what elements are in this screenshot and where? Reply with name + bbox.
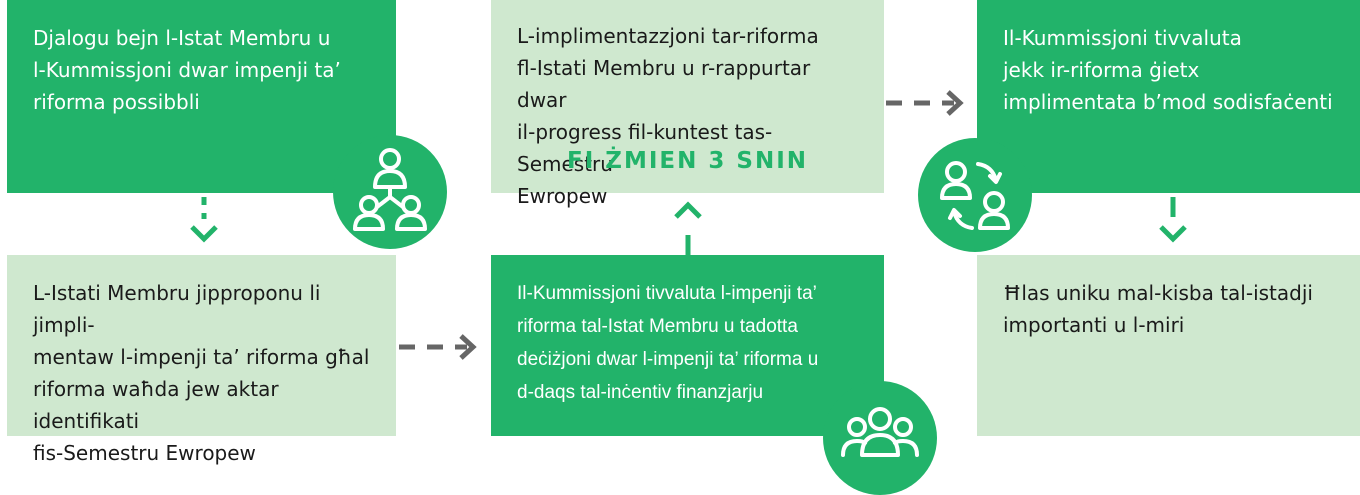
exchange-people-icon bbox=[918, 138, 1032, 252]
implementation-step: L-implimentazzjoni tar-riforma fl-Istati… bbox=[491, 0, 884, 208]
three-years-label: FI ŻMIEN 3 SNIN bbox=[567, 148, 808, 174]
implementation-to-evaluation-arrow bbox=[886, 90, 964, 116]
dialogue-step: Djalogu bejn l-Istat Membru u l-Kummissj… bbox=[7, 0, 396, 193]
people-network-icon bbox=[333, 135, 447, 249]
proposal-to-assessment-arrow bbox=[399, 334, 477, 360]
dialogue-to-proposal-arrow bbox=[190, 197, 218, 243]
payment-step: Ħlas uniku mal-kisba tal-istadji importa… bbox=[977, 255, 1360, 436]
group-icon bbox=[823, 381, 937, 495]
evaluation-to-payment-arrow bbox=[1159, 197, 1187, 243]
proposal-step: L-Istati Membru jipproponu li jimpli- me… bbox=[7, 255, 396, 465]
evaluation-step: Il-Kummissjoni tivvaluta jekk ir-riforma… bbox=[977, 0, 1360, 193]
assessment-step: Il-Kummissjoni tivvaluta l-impenji ta’ r… bbox=[491, 255, 884, 436]
assessment-to-implementation-arrow bbox=[674, 201, 702, 255]
